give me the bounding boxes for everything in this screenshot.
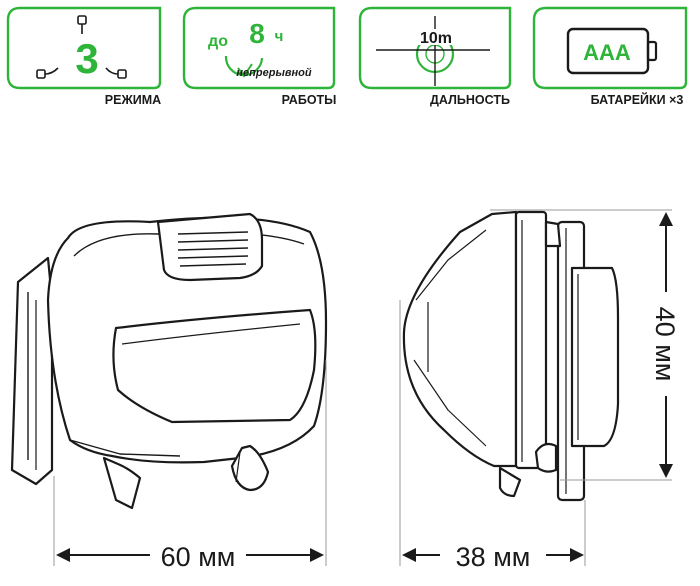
battery-label: БАТАРЕЙКИ ×3: [591, 92, 684, 107]
range-value: 10m: [420, 30, 452, 47]
modes-icon: [36, 15, 127, 79]
clock-icon: [224, 55, 264, 78]
runtime-unit: ч: [275, 28, 284, 45]
dimension-width: 60 мм: [56, 542, 324, 572]
lens-window: [112, 308, 317, 424]
dimension-depth: 38 мм: [402, 542, 584, 572]
feature-badge-battery: AAA БАТАРЕЙКИ ×3: [532, 6, 688, 107]
dimension-width-label: 60 мм: [161, 542, 236, 572]
dimension-lines: [53, 209, 672, 566]
badge-frame: [358, 6, 512, 90]
vent-grille: [177, 231, 249, 267]
runtime-note: непрерывной: [236, 67, 311, 79]
dimension-height-label: 40 мм: [650, 307, 680, 382]
battery-value: AAA: [583, 40, 631, 65]
range-label: ДАЛЬНОСТЬ: [430, 93, 510, 107]
badge-frame: [182, 6, 336, 90]
badge-frame: [6, 6, 162, 90]
feature-badge-runtime: до 8 ч непрерывной РАБОТЫ: [182, 6, 337, 107]
dimension-depth-label: 38 мм: [456, 542, 531, 572]
runtime-value: 8: [249, 18, 265, 49]
feature-badge-modes: 3 РЕЖИМА: [6, 6, 162, 107]
headlamp-side-view: [402, 210, 620, 502]
dimension-height: 40 мм: [650, 212, 680, 478]
battery-icon: [566, 27, 658, 75]
crosshair-icon: [376, 16, 490, 86]
badge-frame: [532, 6, 688, 90]
modes-value: 3: [75, 35, 98, 82]
modes-label: РЕЖИМА: [105, 93, 161, 107]
headlamp-front-view: [10, 212, 328, 510]
runtime-prefix: до: [208, 33, 228, 50]
range-value-bg: [418, 29, 454, 45]
feature-badge-range: 10m ДАЛЬНОСТЬ: [358, 6, 512, 107]
runtime-label: РАБОТЫ: [282, 93, 337, 107]
feature-badges: 3 РЕЖИМА до 8 ч непрерывной РАБОТЫ: [6, 6, 688, 107]
